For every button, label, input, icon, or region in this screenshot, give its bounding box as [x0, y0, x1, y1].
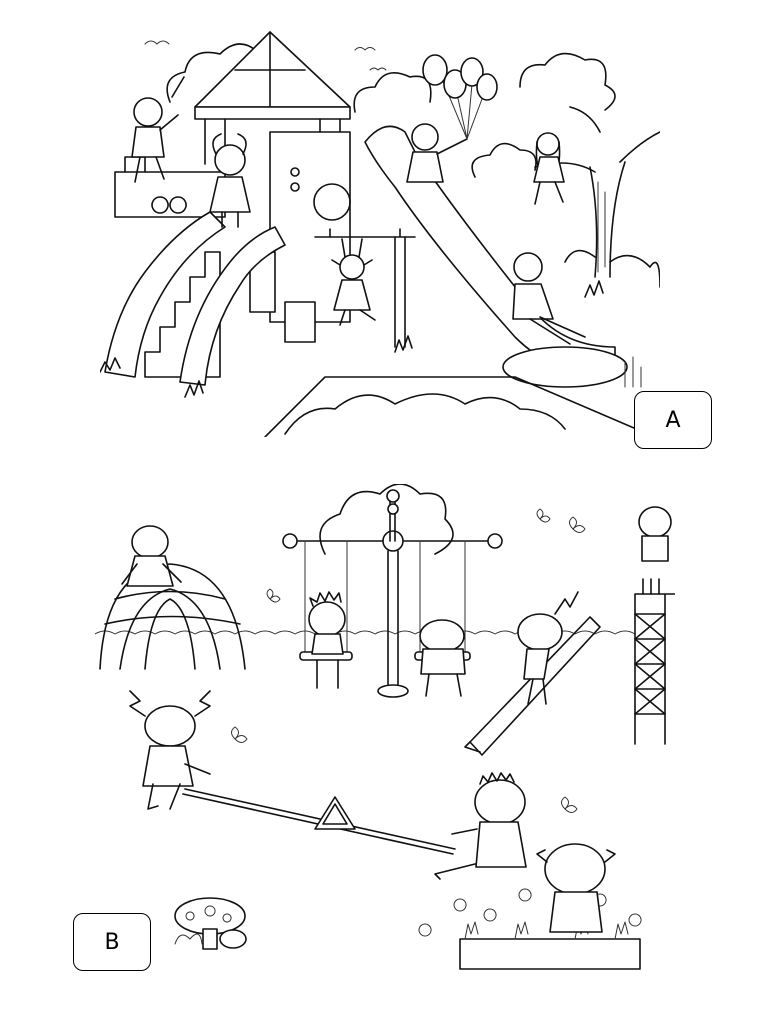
illustration-b: [95, 484, 675, 984]
label-b-text: B: [104, 929, 120, 955]
label-b: B: [73, 913, 151, 971]
playground-tower-slides-icon: [100, 31, 660, 437]
playground-swings-seesaw-icon: [95, 484, 675, 970]
label-a-text: A: [665, 407, 681, 433]
label-a: A: [634, 391, 712, 449]
illustration-a: [100, 22, 660, 437]
